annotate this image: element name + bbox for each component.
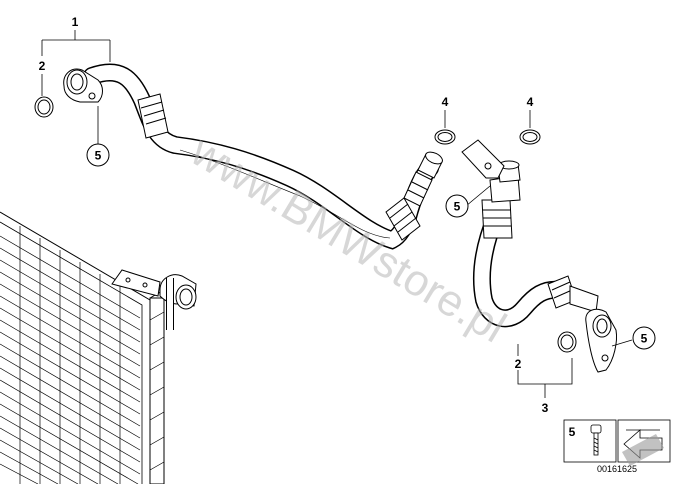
legend-callout-5-label: 5 [569,425,576,439]
callout-5-label: 5 [454,200,461,214]
callout-4-label: 4 [527,95,534,109]
hose-2 [472,207,569,328]
callout-1-label: 1 [72,15,79,29]
reference-number: 00161625 [597,464,637,474]
radiator-fins [0,226,141,485]
seal-ring [34,96,54,118]
seal-ring [519,129,541,145]
hose-2-flange [585,308,617,373]
callout-5-label: 5 [95,149,102,163]
seal-ring [434,129,456,145]
callout-5-label: 5 [641,332,648,346]
hose-2-bracket [461,139,505,179]
callout-4-label: 4 [442,95,449,109]
hose-2-upper-fitting [481,160,521,239]
hose-2-lower-fitting [547,275,599,313]
radiator [0,211,165,485]
hose-1-clamp [137,93,169,139]
radiator-bracket [111,269,161,297]
watermark: www.BMWstore.pl [182,126,514,352]
arrow-icon [622,429,664,466]
callout-5-circle: 5 [445,194,469,218]
callout-3-label: 3 [542,401,549,415]
radiator-tank-ribs [149,311,165,471]
callout-5-circle: 5 [86,143,110,167]
callout-2-label: 2 [515,357,522,371]
hose-1-right-fitting [385,151,443,241]
legend-box: 5 00161625 [563,419,671,474]
bolt-icon [590,424,602,456]
callout-5-circle: 5 [632,326,656,350]
callout-2-label: 2 [39,59,46,73]
hose-1-flange [63,68,103,103]
radiator-outlet-fitting [159,274,197,330]
seal-ring [557,331,577,353]
leader-lines [41,30,633,398]
